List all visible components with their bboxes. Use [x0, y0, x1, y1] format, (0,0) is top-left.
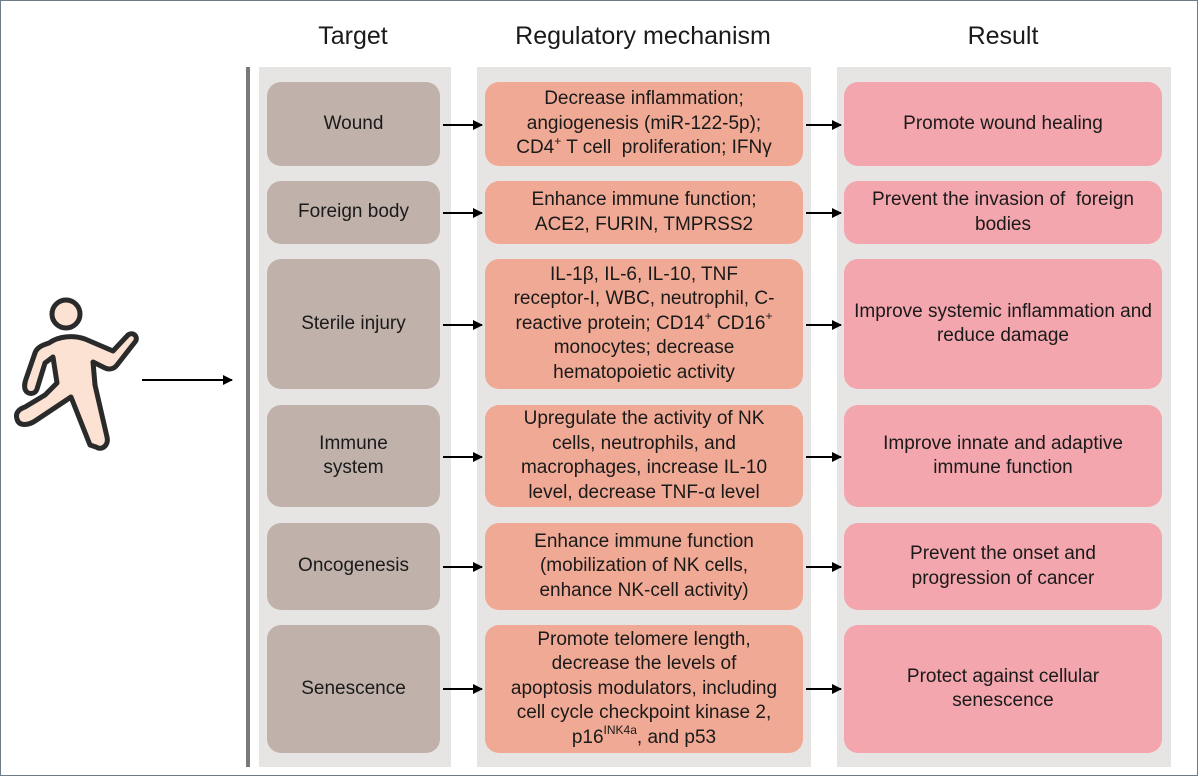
- target-label: Oncogenesis: [298, 555, 409, 577]
- target-box-wound: Wound: [267, 82, 440, 166]
- result-box-foreign-body: Prevent the invasion of foreign bodies: [844, 181, 1162, 244]
- mechanism-text: IL-1β, IL-6, IL-10, TNF receptor-I, WBC,…: [514, 263, 775, 386]
- header-result: Result: [967, 22, 1039, 50]
- mechanism-line: CD4: [516, 137, 555, 159]
- target-box-oncogenesis: Oncogenesis: [267, 523, 440, 610]
- target-box-immune-system: Immune system: [267, 405, 440, 507]
- superscript: INK4a: [603, 723, 637, 738]
- target-label: Wound: [323, 112, 384, 134]
- result-box-sterile-injury: Improve systemic inflammation and reduce…: [844, 259, 1162, 389]
- mechanism-text: Promote telomere length, decrease the le…: [511, 628, 777, 751]
- mechanism-line: macrophages, increase IL-10: [520, 457, 768, 478]
- target-box-senescence: Senescence: [267, 625, 440, 753]
- mechanism-box-oncogenesis: Enhance immune function (mobilization of…: [485, 523, 803, 610]
- mechanism-box-foreign-body: Enhance immune function; ACE2, FURIN, TM…: [485, 181, 803, 244]
- result-label: Improve systemic inflammation and reduce…: [854, 300, 1152, 347]
- target-label: Senescence: [301, 677, 406, 699]
- mechanism-box-wound: Decrease inflammation; angiogenesis (miR…: [485, 82, 803, 166]
- result-box-wound: Promote wound healing: [844, 82, 1162, 166]
- header-target: Target: [318, 22, 388, 50]
- superscript: +: [704, 309, 712, 324]
- mechanism-line: IL-1β, IL-6, IL-10, TNF: [550, 263, 738, 285]
- mechanism-line: Enhance immune function: [534, 530, 754, 552]
- result-box-senescence: Protect against cellular senescence: [844, 625, 1162, 753]
- mechanism-line: enhance NK-cell activity): [539, 579, 749, 601]
- result-label: Promote wound healing: [903, 112, 1103, 134]
- superscript: +: [765, 309, 773, 324]
- bracket-line: [246, 67, 250, 767]
- mechanism-box-immune-system: Upregulate the activity of NK cells, neu…: [485, 405, 803, 507]
- mechanism-line: ACE2, FURIN, TMPRSS2: [534, 213, 754, 235]
- target-box-sterile-injury: Sterile injury: [267, 259, 440, 389]
- target-box-foreign-body: Foreign body: [267, 181, 440, 244]
- superscript: +: [554, 133, 562, 148]
- mechanism-line: monocytes; decrease: [553, 337, 735, 359]
- mechanism-line: Enhance immune function;: [531, 189, 757, 210]
- mechanism-line: CD16: [711, 312, 766, 334]
- mechanism-line: , and p53: [636, 726, 717, 748]
- mechanism-line: cells, neutrophils, and: [552, 432, 736, 454]
- mechanism-line: level, decrease TNF-α level: [528, 481, 760, 503]
- result-label: Prevent the onset and progression of can…: [910, 543, 1096, 589]
- header-mechanism: Regulatory mechanism: [515, 22, 771, 50]
- mechanism-line: Upregulate the activity of NK: [523, 408, 765, 429]
- result-box-immune-system: Improve innate and adaptive immune funct…: [844, 405, 1162, 507]
- mechanism-box-sterile-injury: IL-1β, IL-6, IL-10, TNF receptor-I, WBC,…: [485, 259, 803, 389]
- mechanism-text: Decrease inflammation; angiogenesis (miR…: [516, 87, 772, 161]
- mechanism-text: Enhance immune function (mobilization of…: [534, 530, 754, 604]
- mechanism-text: Enhance immune function; ACE2, FURIN, TM…: [532, 188, 757, 237]
- mechanism-text: Upregulate the activity of NK cells, neu…: [521, 407, 767, 505]
- mechanism-line: cell cycle checkpoint kinase 2,: [516, 702, 772, 724]
- result-label: Prevent the invasion of foreign bodies: [872, 189, 1140, 235]
- mechanism-box-senescence: Promote telomere length, decrease the le…: [485, 625, 803, 753]
- result-label: Improve innate and adaptive immune funct…: [883, 432, 1123, 479]
- mechanism-line: apoptosis modulators, including: [510, 677, 778, 699]
- mechanism-line: receptor-I, WBC, neutrophil, C-: [513, 288, 775, 310]
- target-label: Foreign body: [298, 201, 409, 223]
- mechanism-line: T cell proliferation; IFNγ: [561, 137, 772, 159]
- running-person-icon: [14, 297, 139, 451]
- result-box-oncogenesis: Prevent the onset and progression of can…: [844, 523, 1162, 610]
- mechanism-line: Decrease inflammation;: [544, 88, 744, 110]
- mechanism-line: hematopoietic activity: [553, 361, 735, 383]
- mechanism-line: p16: [571, 726, 604, 748]
- result-label: Protect against cellular senescence: [906, 665, 1100, 712]
- mechanism-line: decrease the levels of: [551, 653, 737, 675]
- mechanism-line: angiogenesis (miR-122-5p);: [526, 112, 762, 134]
- target-label: Sterile injury: [301, 312, 406, 334]
- mechanism-line: Promote telomere length,: [537, 628, 751, 650]
- target-label: Immune system: [319, 432, 388, 479]
- mechanism-line: reactive protein; CD14: [515, 312, 705, 334]
- mechanism-line: (mobilization of NK cells,: [539, 555, 749, 577]
